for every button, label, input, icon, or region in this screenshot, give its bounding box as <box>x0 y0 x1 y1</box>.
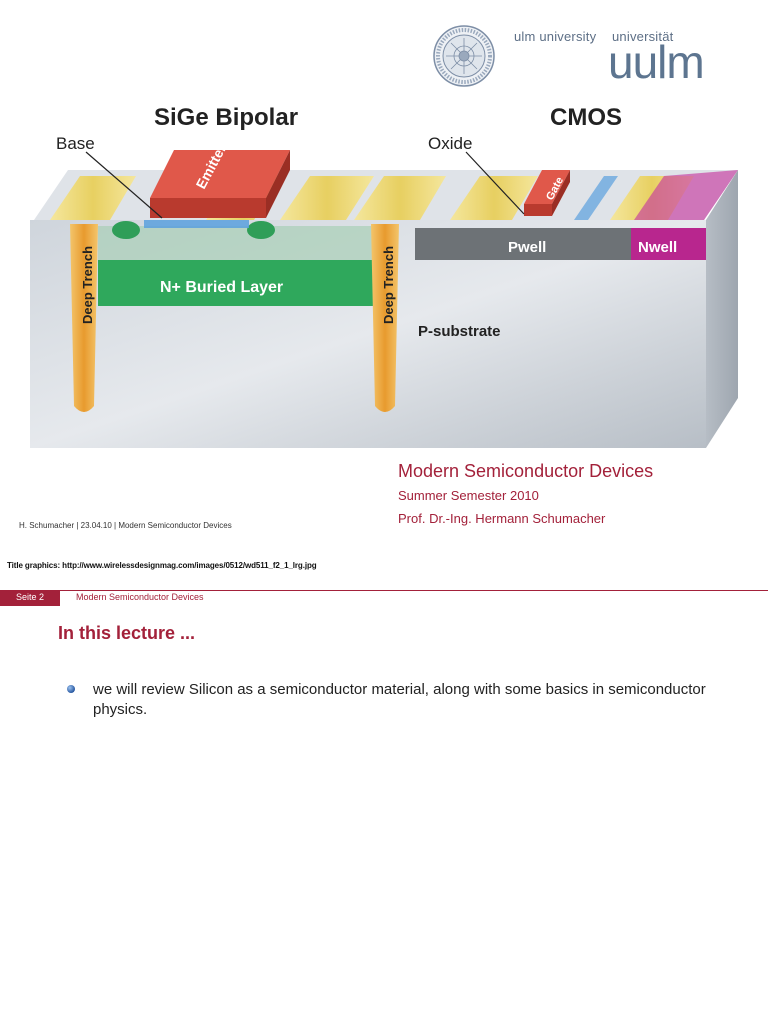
university-name-en: ulm university <box>514 29 597 44</box>
slide-header-title: Modern Semiconductor Devices <box>76 592 204 602</box>
title-cmos: CMOS <box>550 104 622 131</box>
uulm-wordmark-logo: uulm <box>608 36 705 88</box>
label-oxide: Oxide <box>428 134 472 153</box>
course-professor: Prof. Dr.-Ing. Hermann Schumacher <box>398 511 606 526</box>
slide-divider <box>0 590 768 591</box>
course-title: Modern Semiconductor Devices <box>398 461 654 481</box>
sige-bicmos-cross-section-diagram: SiGe Bipolar CMOS Base Oxide Emitter Gat… <box>30 104 738 448</box>
slide-heading: In this lecture ... <box>58 623 196 643</box>
label-deep-trench-right: Deep Trench <box>381 246 396 324</box>
footer-meta: H. Schumacher | 23.04.10 | Modern Semico… <box>19 521 232 530</box>
wordmark-text: uulm <box>608 36 705 88</box>
bullet-item: we will review Silicon as a semiconducto… <box>93 681 706 718</box>
title-graphics-credit: Title graphics: http://www.wirelessdesig… <box>7 561 317 570</box>
page-number-badge: Seite 2 <box>0 590 60 606</box>
label-nwell: Nwell <box>638 239 677 256</box>
label-n-buried-layer: N+ Buried Layer <box>160 279 283 296</box>
label-p-substrate: P-substrate <box>418 323 501 340</box>
label-base: Base <box>56 134 95 153</box>
course-semester: Summer Semester 2010 <box>398 488 539 503</box>
university-name-de: universität <box>612 29 674 44</box>
title-sige-bipolar: SiGe Bipolar <box>154 104 298 131</box>
bullet-icon <box>67 685 75 693</box>
label-pwell: Pwell <box>508 239 546 256</box>
label-deep-trench-left: Deep Trench <box>80 246 95 324</box>
university-seal-logo <box>433 25 495 87</box>
